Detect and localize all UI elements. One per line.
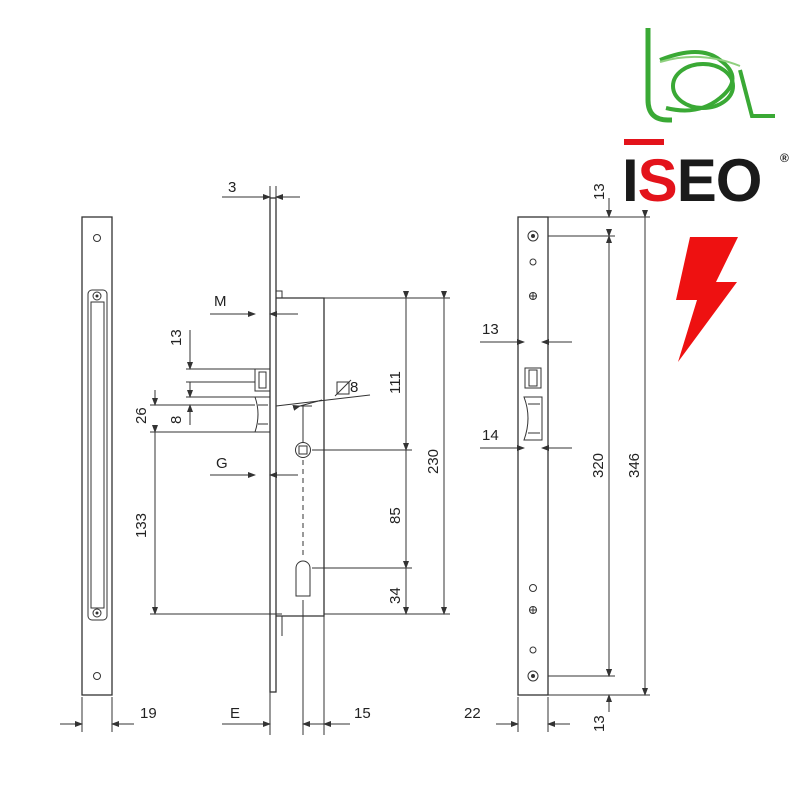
dim-13-bottom-label: 13 xyxy=(591,715,608,732)
dim-3-label: 3 xyxy=(228,179,236,196)
dim-26-label: 26 xyxy=(133,407,150,424)
iseo-letter-i: I xyxy=(622,147,638,214)
bal-logo xyxy=(645,28,775,123)
dim-22-label: 22 xyxy=(464,705,481,722)
dim-85-label: 85 xyxy=(387,507,404,524)
dim-230-label: 230 xyxy=(425,449,442,474)
dim-133-label: 133 xyxy=(133,513,150,538)
dim-320-label: 320 xyxy=(590,453,607,478)
svg-text:ISEO: ISEO xyxy=(622,147,761,214)
dim-8-label: 8 xyxy=(168,416,185,424)
dim-14-label: 14 xyxy=(482,427,499,444)
dim-e-label: E xyxy=(230,705,240,722)
faceplate-front-view: 19 xyxy=(60,216,157,732)
dim-34-label: 34 xyxy=(387,587,404,604)
dim-g-label: G xyxy=(216,455,228,472)
dim-13-top-label: 13 xyxy=(591,183,608,200)
lightning-bolt-icon xyxy=(676,237,738,362)
iseo-logo: ISEO ® xyxy=(622,139,789,214)
diameter-symbol xyxy=(334,379,352,397)
iseo-letter-s: S xyxy=(638,147,677,214)
lock-side-view: 3 M G E 15 13 8 26 133 xyxy=(133,179,450,735)
dim-13-latch-label: 13 xyxy=(482,321,499,338)
dim-346-label: 346 xyxy=(626,453,643,478)
dim-13-left-label: 13 xyxy=(168,329,185,346)
dim-111-label: 111 xyxy=(387,371,404,394)
faceplate-back-view: 13 14 22 13 320 346 13 xyxy=(464,183,650,732)
dim-m-label: M xyxy=(214,293,227,310)
iseo-letters-eo: EO xyxy=(677,147,762,214)
registered-mark: ® xyxy=(780,151,789,165)
dim-15-label: 15 xyxy=(354,705,371,722)
dim-diameter-8-label: 8 xyxy=(350,379,358,396)
dim-19-label: 19 xyxy=(140,705,157,722)
